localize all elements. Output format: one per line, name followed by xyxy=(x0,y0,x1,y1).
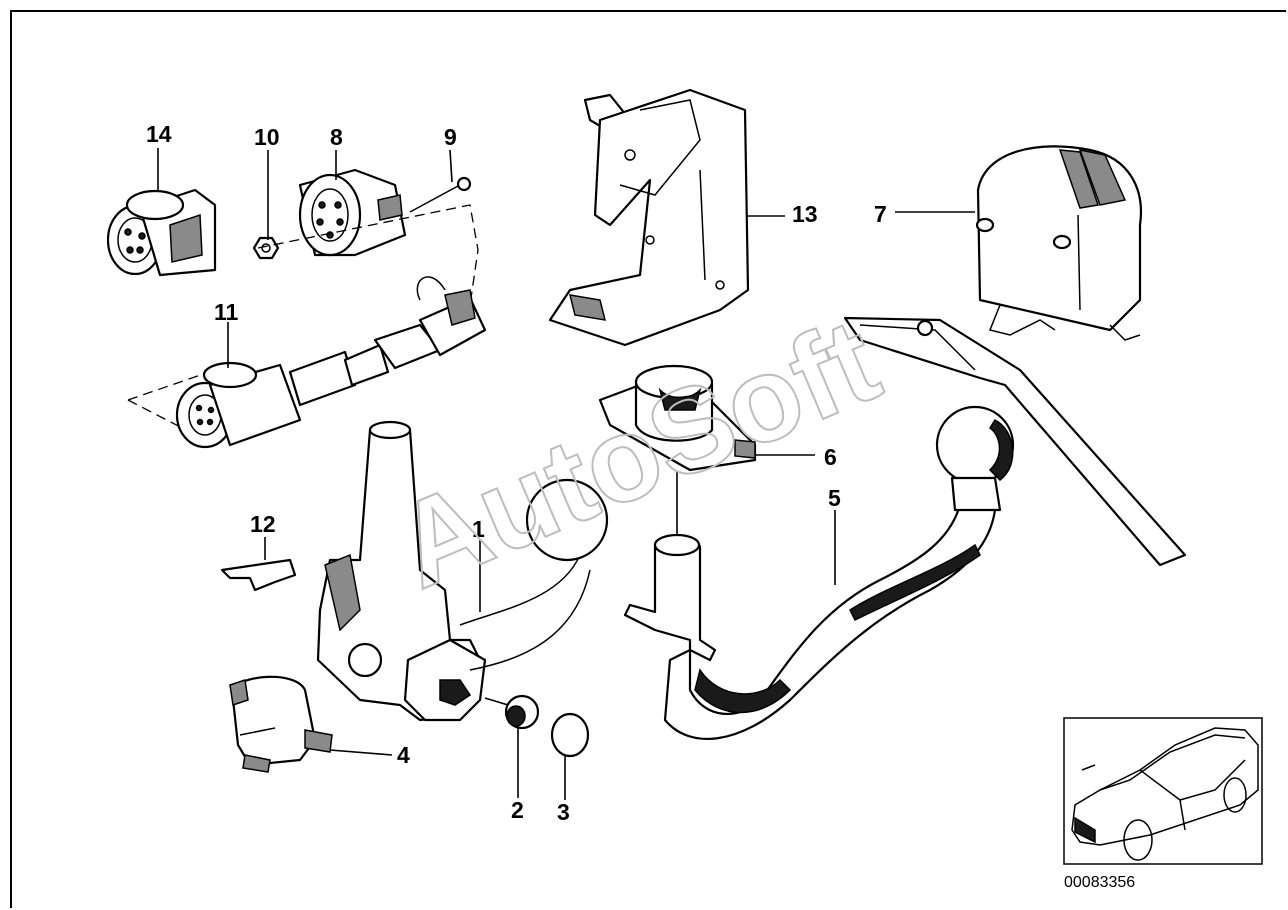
leader-lines xyxy=(157,148,975,800)
part-3-cover-cap xyxy=(550,712,590,758)
callout-5: 5 xyxy=(828,485,841,511)
callout-10: 10 xyxy=(254,124,280,150)
callout-9: 9 xyxy=(444,124,457,150)
part-12-clip xyxy=(220,558,297,592)
callout-7: 7 xyxy=(874,201,887,227)
assembly-outline-11 xyxy=(127,204,479,433)
part-2-lock-cylinder xyxy=(484,694,540,730)
part-9-screw xyxy=(409,176,472,213)
callout-11: 11 xyxy=(214,299,239,325)
callout-14: 14 xyxy=(146,121,172,147)
part-6-mount xyxy=(598,364,757,472)
callout-8: 8 xyxy=(330,124,343,150)
part-11-cable-plug xyxy=(175,276,487,449)
car-thumbnail xyxy=(1063,717,1263,865)
part-10-nut xyxy=(252,236,280,260)
callout-13: 13 xyxy=(792,201,818,227)
part-7-electrical-box xyxy=(975,145,1142,341)
part-8-socket-housing xyxy=(298,168,407,257)
part-14-socket xyxy=(106,188,217,277)
part-5-removable-towbar xyxy=(623,405,1015,740)
part-4-lock-cap xyxy=(229,675,333,773)
diagram-frame xyxy=(10,10,1286,908)
callout-2: 2 xyxy=(511,797,524,823)
callout-1: 1 xyxy=(472,516,485,542)
callout-4: 4 xyxy=(397,742,410,768)
part-1-towhitch xyxy=(316,420,609,722)
callout-3: 3 xyxy=(557,799,570,825)
callout-12: 12 xyxy=(250,511,276,537)
reference-number: 00083356 xyxy=(1064,874,1135,891)
callout-labels: 14 10 8 9 11 13 7 6 5 1 12 4 2 3 xyxy=(146,121,887,825)
part-13-bracket xyxy=(548,88,750,347)
callout-6: 6 xyxy=(824,444,837,470)
frame-rail xyxy=(843,316,1187,567)
